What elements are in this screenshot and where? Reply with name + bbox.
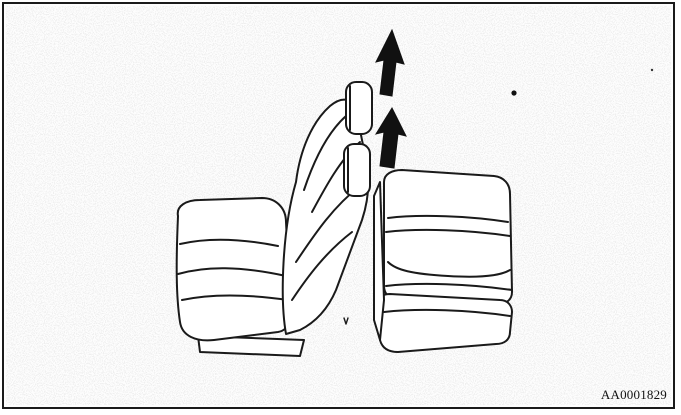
rear-seat-cushion [380, 294, 512, 352]
figure-code: AA0001829 [601, 387, 667, 403]
print-dot [511, 90, 516, 95]
rear-seat [374, 170, 512, 352]
print-dot [651, 69, 653, 71]
